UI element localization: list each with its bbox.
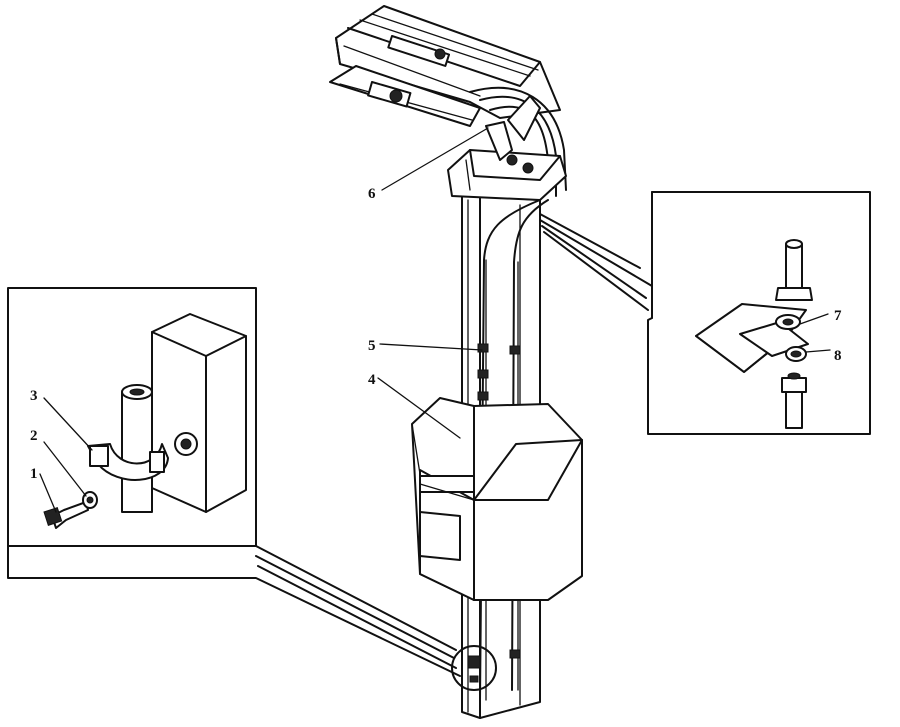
label-7: 7 <box>834 308 842 324</box>
label-3: 3 <box>30 388 38 404</box>
counterweight-housing <box>411 397 583 601</box>
inset-left-clamp <box>7 287 257 547</box>
label-5: 5 <box>368 338 376 354</box>
label-8: 8 <box>834 348 842 364</box>
label-4: 4 <box>368 372 376 388</box>
label-1: 1 <box>30 466 38 482</box>
leader-left-inset <box>7 545 461 677</box>
detail-circle-bottom <box>451 645 497 691</box>
boom-head <box>329 5 567 201</box>
inset-right-bracket <box>647 191 871 435</box>
label-2: 2 <box>30 428 38 444</box>
leader-right-inset <box>539 191 653 319</box>
label-6: 6 <box>368 186 376 202</box>
